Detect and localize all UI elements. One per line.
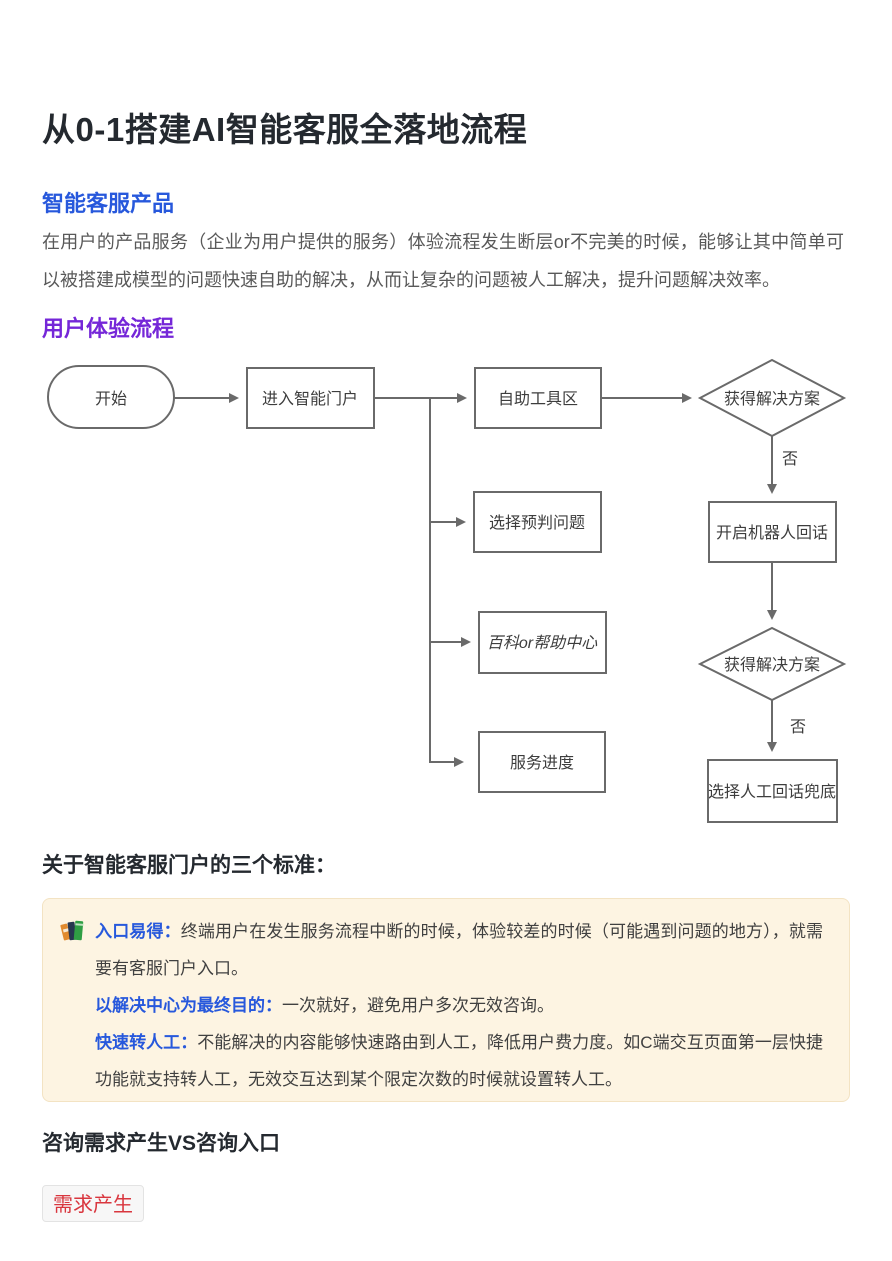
flow-node-wiki: 百科or帮助中心: [478, 611, 607, 674]
standard-text-human: 不能解决的内容能够快速路由到人工，降低用户费力度。如C端交互页面第一层快捷功能就…: [95, 1033, 823, 1089]
flow-decision-1: 获得解决方案: [697, 358, 847, 438]
flow-decision-2-label: 获得解决方案: [724, 656, 820, 674]
section-heading-consult: 咨询需求产生VS咨询入口: [42, 1132, 281, 1155]
product-description: 在用户的产品服务（企业为用户提供的服务）体验流程发生断层or不完美的时候，能够让…: [42, 232, 844, 290]
books-icon: [59, 917, 85, 943]
flow-node-manual-fallback: 选择人工回话兜底: [707, 759, 838, 823]
flow-node-portal: 进入智能门户: [246, 367, 375, 429]
flow-node-start-label: 开始: [95, 390, 127, 408]
flow-decision-2: 获得解决方案: [697, 626, 847, 702]
flow-edge-label-no-1: 否: [782, 451, 798, 468]
flow-decision-1-label: 获得解决方案: [724, 390, 820, 408]
user-flow-diagram: 开始 进入智能门户 自助工具区 获得解决方案 否 开启机器人回话 选择预判问题 …: [47, 358, 847, 823]
flow-node-wiki-label: 百科or帮助中心: [487, 634, 598, 652]
standard-label-resolution: 以解决中心为最终目的：: [95, 996, 282, 1015]
flow-edge-label-no-2: 否: [790, 719, 806, 736]
section-heading-standards: 关于智能客服门户的三个标准：: [42, 854, 336, 877]
flow-node-self-tools: 自助工具区: [474, 367, 602, 429]
flow-node-manual-fallback-label: 选择人工回话兜底: [708, 783, 836, 801]
flow-node-predict: 选择预判问题: [473, 491, 602, 553]
flow-node-start: 开始: [47, 365, 175, 429]
standard-item-entry: 入口易得：终端用户在发生服务流程中断的时候，体验较差的时候（可能遇到问题的地方）…: [60, 913, 824, 987]
standard-text-entry: 终端用户在发生服务流程中断的时候，体验较差的时候（可能遇到问题的地方），就需要有…: [95, 922, 824, 978]
section-heading-product: 智能客服产品: [42, 191, 175, 216]
flow-node-progress: 服务进度: [478, 731, 606, 793]
flow-node-self-tools-label: 自助工具区: [498, 390, 578, 408]
demand-generation-tag: 需求产生: [42, 1185, 144, 1222]
flow-node-robot: 开启机器人回话: [708, 501, 837, 563]
standards-callout: 入口易得：终端用户在发生服务流程中断的时候，体验较差的时候（可能遇到问题的地方）…: [42, 898, 850, 1102]
flow-connectors: [174, 393, 777, 767]
flow-node-progress-label: 服务进度: [510, 754, 574, 772]
flow-node-robot-label: 开启机器人回话: [716, 524, 828, 542]
standard-label-human: 快速转人工：: [95, 1033, 198, 1052]
flow-node-predict-label: 选择预判问题: [489, 514, 585, 532]
section-heading-flow: 用户体验流程: [42, 316, 175, 341]
page-title: 从0-1搭建AI智能客服全落地流程: [42, 111, 528, 148]
flow-node-portal-label: 进入智能门户: [262, 390, 358, 408]
standard-label-entry: 入口易得：: [95, 922, 181, 941]
standard-item-resolution: 以解决中心为最终目的：一次就好，避免用户多次无效咨询。: [95, 987, 823, 1024]
standard-text-resolution: 一次就好，避免用户多次无效咨询。: [282, 996, 554, 1015]
standard-item-human: 快速转人工：不能解决的内容能够快速路由到人工，降低用户费力度。如C端交互页面第一…: [95, 1024, 823, 1098]
